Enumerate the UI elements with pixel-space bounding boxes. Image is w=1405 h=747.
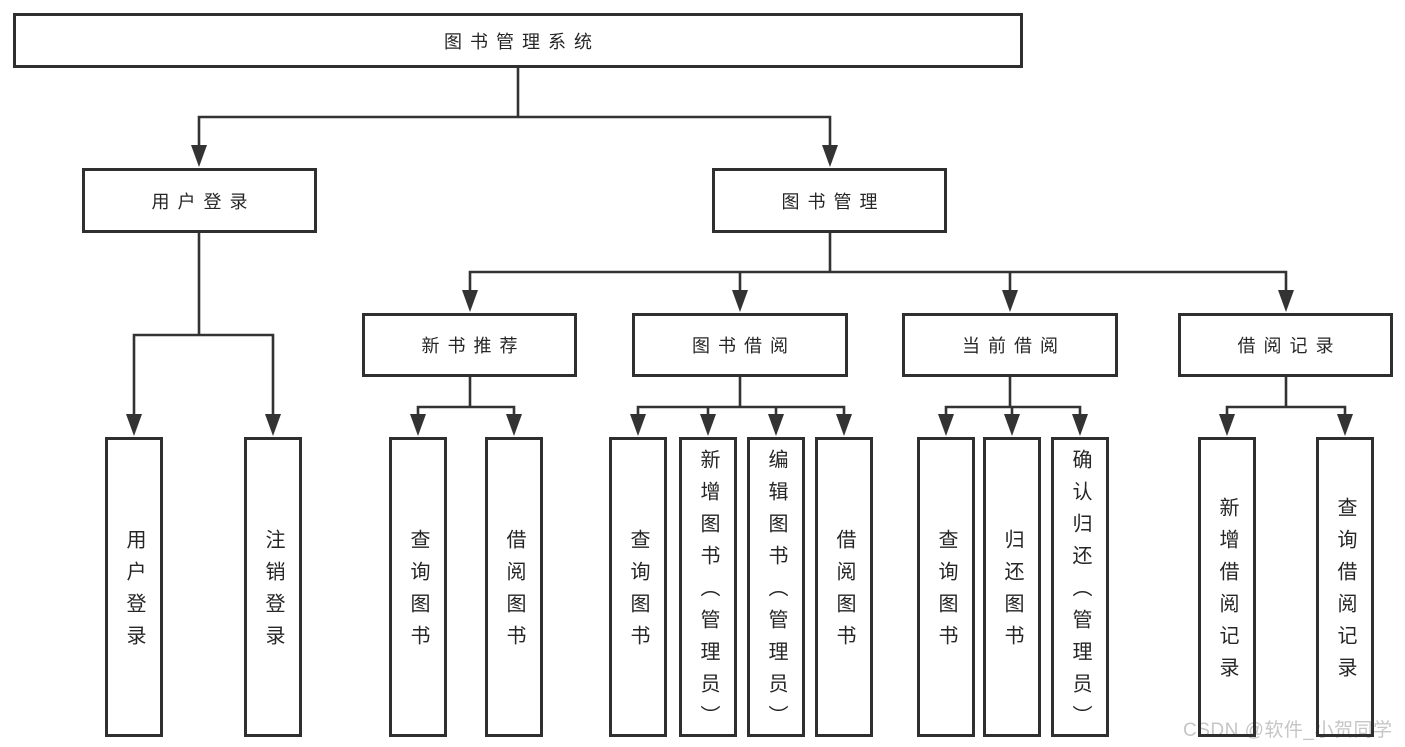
node-label: 新增图书（管理员） — [697, 449, 719, 737]
node-label: 查询图书 — [407, 529, 429, 657]
node-leaf-add-books-admin: 新增图书（管理员） — [679, 437, 737, 737]
connector-user-login — [126, 233, 281, 436]
node-library-system: 图书管理系统 — [13, 13, 1023, 68]
node-leaf-confirm-return-admin: 确认归还（管理员） — [1051, 437, 1109, 737]
node-label: 图书管理 — [781, 191, 886, 212]
node-label: 借阅图书 — [503, 529, 525, 657]
node-label: 归还图书 — [1001, 529, 1023, 657]
node-user-login: 用户登录 — [82, 168, 317, 233]
node-leaf-borrow-books: 借阅图书 — [815, 437, 873, 737]
node-label: 新书推荐 — [421, 336, 526, 356]
node-label: 新增借阅记录 — [1216, 497, 1238, 689]
node-label: 查询图书 — [627, 529, 649, 657]
node-book-management: 图书管理 — [712, 168, 947, 233]
node-label: 借阅图书 — [833, 529, 855, 657]
connector-book-management — [462, 232, 1294, 312]
node-leaf-return-books: 归还图书 — [983, 437, 1041, 737]
node-leaf-add-borrow-record: 新增借阅记录 — [1198, 437, 1256, 737]
node-label: 图书借阅 — [692, 336, 796, 356]
node-label: 编辑图书（管理员） — [765, 449, 787, 737]
node-label: 注销登录 — [262, 529, 284, 657]
connector-book-borrow — [630, 376, 852, 436]
node-label: 查询图书 — [935, 529, 957, 657]
node-leaf-query-books-borrow: 查询图书 — [609, 437, 667, 737]
node-leaf-user-login: 用户登录 — [105, 437, 163, 737]
node-label: 借阅记录 — [1237, 336, 1342, 356]
node-leaf-edit-books-admin: 编辑图书（管理员） — [747, 437, 805, 737]
node-leaf-query-borrow-record: 查询借阅记录 — [1316, 437, 1374, 737]
node-new-book-recommend: 新书推荐 — [362, 313, 577, 377]
node-leaf-query-books-recommend: 查询图书 — [389, 437, 447, 737]
connector-borrow-records — [1219, 377, 1353, 436]
node-borrow-records: 借阅记录 — [1178, 313, 1393, 377]
node-label: 用户登录 — [123, 529, 145, 657]
connector-new-book-recommend — [410, 377, 522, 436]
node-leaf-logout: 注销登录 — [244, 437, 302, 737]
node-leaf-query-books-current: 查询图书 — [917, 437, 975, 737]
node-label: 确认归还（管理员） — [1069, 449, 1091, 737]
node-leaf-borrow-books-recommend: 借阅图书 — [485, 437, 543, 737]
node-label: 当前借阅 — [962, 336, 1066, 356]
connector-current-borrow — [938, 377, 1088, 436]
connector-root — [191, 68, 838, 167]
node-label: 用户登录 — [151, 191, 256, 212]
node-book-borrow: 图书借阅 — [632, 313, 848, 377]
node-label: 图书管理系统 — [444, 31, 600, 52]
node-label: 查询借阅记录 — [1334, 497, 1356, 689]
node-current-borrow: 当前借阅 — [902, 313, 1118, 377]
